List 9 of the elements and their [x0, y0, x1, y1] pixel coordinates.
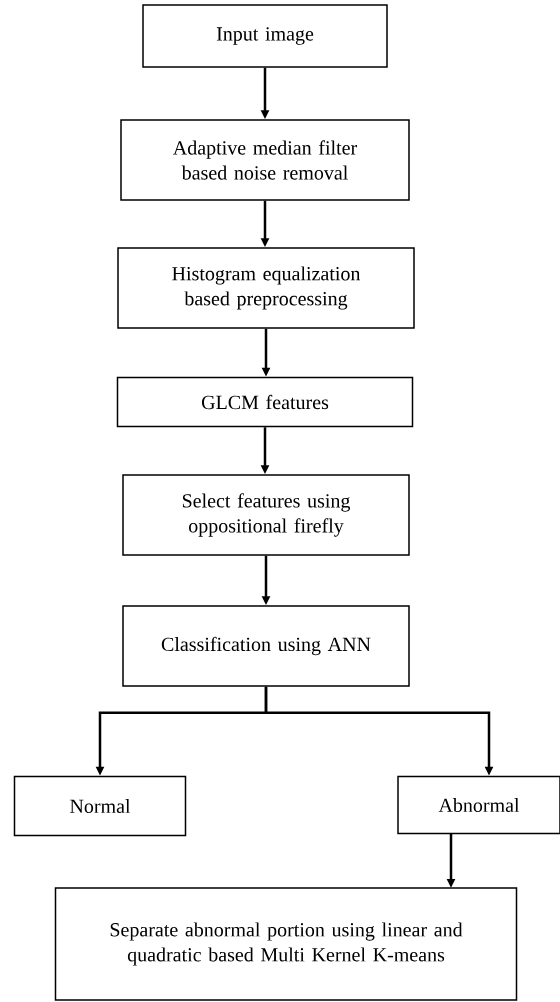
process-box: Normal — [13, 775, 187, 837]
process-box: GLCM features — [116, 376, 414, 428]
process-box: Input image — [142, 4, 388, 68]
process-box: Adaptive median filter based noise removal — [120, 119, 410, 201]
process-box: Classification using ANN — [122, 605, 410, 687]
process-box: Abnormal — [397, 775, 560, 835]
process-box: Select features using oppositional firefly — [122, 474, 410, 556]
process-box: Separate abnormal portion using linear and quadratic based Multi Kernel K-means — [54, 887, 518, 1001]
process-box: Histogram equalization based preprocessing — [117, 247, 415, 329]
